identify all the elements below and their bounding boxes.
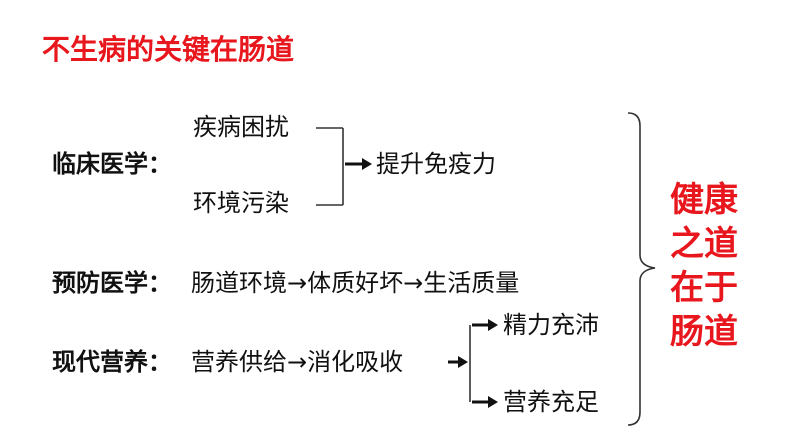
conclusion-bracket — [627, 112, 656, 426]
conclusion-line-2: 之道 — [670, 224, 738, 264]
nutrition-label: 现代营养： — [52, 348, 172, 376]
page-title: 不生病的关键在肠道 — [42, 33, 295, 66]
clinical-label: 临床医学： — [52, 150, 172, 178]
nutrition-arrow-top — [472, 319, 498, 331]
conclusion-line-1: 健康 — [670, 180, 738, 220]
nutrition-arrow-main — [448, 356, 468, 368]
clinical-result: 提升免疫力 — [376, 150, 496, 178]
nutrition-branch-bottom: 营养充足 — [503, 388, 599, 416]
nutrition-chain: 营养供给→消化吸收 — [191, 348, 404, 376]
conclusion-line-3: 在于 — [670, 268, 738, 308]
nutrition-arrow-bottom — [472, 396, 498, 408]
clinical-item-top: 疾病困扰 — [193, 113, 289, 141]
prevention-chain: 肠道环境→体质好坏→生活质量 — [191, 269, 520, 297]
nutrition-branch-top: 精力充沛 — [503, 311, 599, 339]
clinical-item-bottom: 环境污染 — [193, 189, 289, 217]
clinical-bracket — [316, 127, 344, 206]
prevention-label: 预防医学： — [52, 269, 172, 297]
clinical-arrow — [345, 158, 372, 170]
conclusion-line-4: 肠道 — [670, 312, 738, 352]
